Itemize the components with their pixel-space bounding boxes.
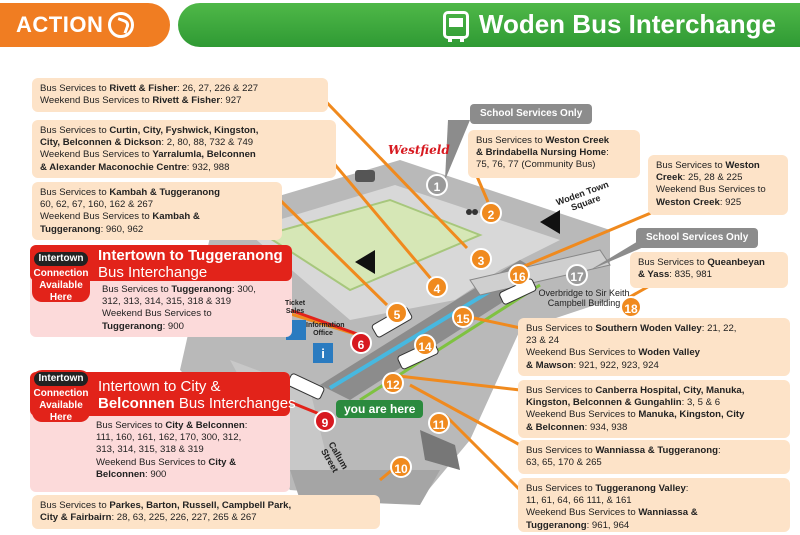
bus-icon <box>442 10 469 42</box>
stop-marker-6: 6 <box>350 332 372 354</box>
stop-marker-12: 12 <box>382 372 404 394</box>
stop-marker-18: 18 <box>620 296 642 318</box>
ticket-sales-label: Ticket Sales <box>284 300 306 315</box>
logo-text: ACTION <box>16 12 104 37</box>
stop-marker-9: 9 <box>314 410 336 432</box>
info-box-weston-creek-school: Bus Services to Weston Creek & Brindabel… <box>468 130 640 178</box>
stop-marker-16: 16 <box>508 264 530 286</box>
stop-marker-17: 17 <box>566 264 588 286</box>
action-logo-icon <box>108 12 135 38</box>
page-title: Woden Bus Interchange <box>478 9 776 39</box>
title-bar: Woden Bus Interchange <box>178 3 800 47</box>
stop-marker-1: 1 <box>426 174 448 196</box>
car-icon <box>355 170 375 182</box>
info-box-canberra-hospital: Bus Services to Canberra Hospital, City,… <box>518 380 790 438</box>
school-pointer-1 <box>445 120 470 180</box>
stop-marker-3: 3 <box>470 248 492 270</box>
information-icon <box>313 343 333 363</box>
stop-marker-4: 4 <box>426 276 448 298</box>
stop-marker-15: 15 <box>452 306 474 328</box>
intertown-badge-1: Intertown Connection Available Here <box>32 250 90 303</box>
info-box-rivett-fisher: Bus Services to Rivett & Fisher: 26, 27,… <box>32 78 328 112</box>
school-services-label-1: School Services Only <box>470 104 593 124</box>
direction-arrow-1 <box>540 210 560 234</box>
pedestrian-icon-1 <box>466 209 472 215</box>
bus-platform <box>320 260 545 400</box>
info-box-queanbeyan: Bus Services to Queanbeyan & Yass: 835, … <box>630 252 788 288</box>
school-services-label-2: School Services Only <box>636 228 759 248</box>
green-field <box>262 198 483 292</box>
westfield-logo: Westfield <box>388 143 450 157</box>
stop-marker-14: 14 <box>414 334 436 356</box>
pedestrian-icon-2 <box>472 209 478 215</box>
stop-marker-11: 11 <box>428 412 450 434</box>
info-box-weston-creek: Bus Services to Weston Creek: 25, 28 & 2… <box>648 155 788 215</box>
intertown-badge-2: Intertown Connection Available Here <box>32 370 90 423</box>
overbridge-label: Overbridge to Sir Keith Campbell Buildin… <box>538 288 630 308</box>
overbridge <box>469 249 611 296</box>
stop-marker-5: 5 <box>386 302 408 324</box>
action-logo: ACTION <box>0 3 170 47</box>
shelter <box>420 430 460 470</box>
information-office-label: Information Office <box>306 322 345 337</box>
info-box-southern-woden: Bus Services to Southern Woden Valley: 2… <box>518 318 790 376</box>
info-box-curtin: Bus Services to Curtin, City, Fyshwick, … <box>32 120 336 178</box>
information-i: i <box>321 346 325 361</box>
info-box-wanniassa: Bus Services to Wanniassa & Tuggeranong:… <box>518 440 790 474</box>
intertown-city-title: Intertown to City & Belconnen Bus Interc… <box>98 378 296 412</box>
intertown-tuggeranong-title: Intertown to Tuggeranong Bus Interchange <box>98 247 283 281</box>
intertown-tuggeranong-services: Bus Services to Tuggeranong: 300, 312, 3… <box>102 284 256 332</box>
bus-3 <box>499 278 537 305</box>
direction-arrow-2 <box>355 250 375 274</box>
stop-marker-2: 2 <box>480 202 502 224</box>
info-box-tuggeranong-valley: Bus Services to Tuggeranong Valley: 11, … <box>518 478 790 532</box>
intertown-city-services: Bus Services to City & Belconnen: 111, 1… <box>96 420 248 480</box>
info-box-parkes: Bus Services to Parkes, Barton, Russell,… <box>32 495 380 529</box>
you-are-here-marker: you are here <box>336 400 424 418</box>
info-box-kambah: Bus Services to Kambah & Tuggeranong 60,… <box>32 182 282 240</box>
stop-marker-10: 10 <box>390 456 412 478</box>
